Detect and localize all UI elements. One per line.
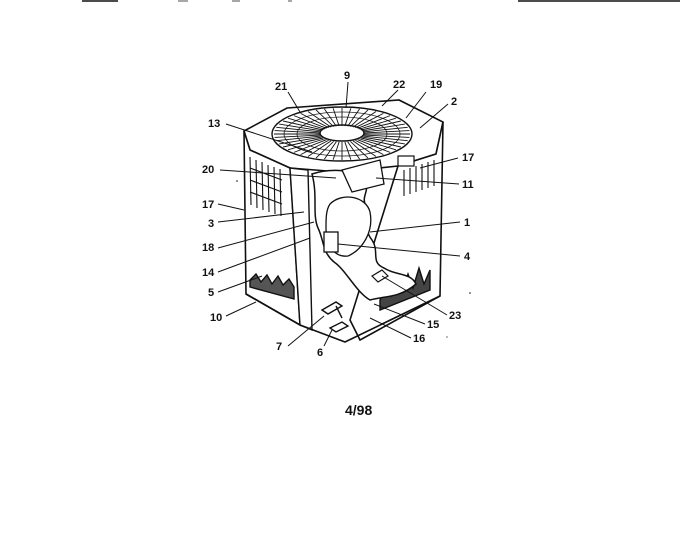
grille-spoke [332,108,340,127]
callout-6: 6 [317,347,323,359]
callout-19: 19 [430,79,442,91]
grille-spoke [352,140,377,157]
grille-spoke [363,126,408,133]
grille-spoke [352,111,377,128]
grille-spoke [359,117,397,130]
callout-2: 2 [451,96,457,108]
callout-17-right: 17 [462,152,474,164]
left-coil-grille [249,156,283,217]
callout-4: 4 [464,251,471,263]
control-box [323,231,339,253]
callout-23: 23 [449,310,461,322]
grille-spoke [300,139,329,156]
grille-spoke [357,139,391,153]
grille-spoke [359,138,397,151]
grille-spoke [283,120,324,131]
grille-spoke [363,134,410,138]
callout-11: 11 [462,179,474,191]
grille-spoke [315,141,334,159]
grille-spoke [276,135,321,142]
grille-spoke [355,139,384,156]
callout-18-left: 18 [202,242,214,254]
grille-spoke [279,123,322,132]
grille-spoke [276,126,321,133]
scan-specks [236,180,471,338]
grille-spoke [307,140,332,157]
grille-spoke [347,108,360,127]
grille-spoke [344,141,352,160]
grille-spoke [355,112,384,129]
callout-5: 5 [208,287,214,299]
grille-spoke [324,141,337,160]
callout-3: 3 [208,218,214,230]
condenser-unit [243,99,444,343]
callout-15: 15 [427,319,439,331]
grille-spoke [363,135,408,142]
leader-lines [217,81,461,347]
grille-spoke [307,111,332,128]
grille-spoke [357,115,391,129]
grille-spoke [315,109,334,127]
grille-spoke [350,109,369,127]
grille-spoke [287,138,325,151]
callout-17-left: 17 [202,199,214,211]
capacitor-bracket [397,155,415,167]
grille-spoke [362,136,405,145]
callout-14: 14 [202,267,215,279]
top-bracket [341,159,385,193]
grille-spoke [347,141,360,160]
grille-spoke [350,141,369,159]
grille-spoke [274,130,321,134]
base-pan [245,293,441,343]
grille-spoke [363,130,410,134]
callout-9: 9 [344,70,350,82]
callout-22: 22 [393,79,405,91]
fitting [371,269,389,283]
grille-spoke [360,137,401,148]
date-code: 4/98 [345,402,373,418]
grille-spoke [283,137,324,148]
grille-spoke [360,120,401,131]
grille-spoke [362,123,405,132]
callout-7: 7 [276,341,282,353]
grille-spoke [279,136,322,145]
callout-1: 1 [464,217,470,229]
fan-grille [271,106,413,162]
grille-spoke [300,112,329,129]
callout-labels: 21 9 22 19 2 13 17 20 11 17 1 3 18 4 14 … [202,70,474,359]
grille-spoke [287,117,325,130]
callout-16: 16 [413,333,425,345]
grille-spoke [344,108,352,127]
callout-13: 13 [208,118,220,130]
grille-spoke [274,134,321,138]
grille-spoke [332,141,340,160]
grille-spoke [293,139,327,153]
callout-21: 21 [275,81,287,93]
callout-20: 20 [202,164,214,176]
grille-spoke [324,108,337,127]
service-valves [320,301,350,333]
callout-10: 10 [210,312,222,324]
grille-spoke [293,115,327,129]
